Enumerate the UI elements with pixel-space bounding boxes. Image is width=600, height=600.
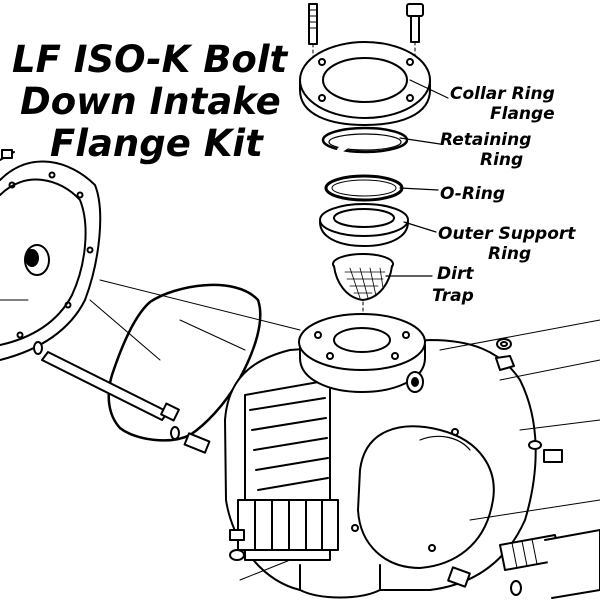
blower-housing-part (224, 313, 537, 599)
hex-bolt-icon (406, 3, 424, 63)
hardware-part (229, 338, 563, 596)
assembly-lines (0, 279, 600, 581)
label-dirt-trap-2: Trap (432, 286, 474, 306)
outer-support-ring-part (319, 203, 409, 247)
label-retaining-ring-1: Retaining (440, 130, 532, 150)
label-retaining-ring-2: Ring (480, 150, 524, 170)
drive-shaft-part (499, 529, 600, 599)
label-dirt-trap-1: Dirt (437, 264, 474, 284)
title-line-3: Flange Kit (50, 122, 263, 165)
shaft-part (33, 341, 211, 454)
leader-lines (385, 79, 449, 277)
label-collar-ring-flange-2: Flange (490, 104, 555, 124)
dirt-trap-part (332, 253, 394, 319)
retaining-ring-part (321, 126, 409, 154)
title-line-1: LF ISO-K Bolt (12, 38, 288, 81)
label-o-ring: O-Ring (440, 184, 506, 204)
label-collar-ring-flange-1: Collar Ring (450, 84, 555, 104)
label-outer-support-ring-2: Ring (488, 244, 532, 264)
o-ring-part (324, 174, 404, 202)
gasket-part (107, 283, 262, 442)
label-outer-support-ring-1: Outer Support (438, 224, 576, 244)
end-cover-part (0, 149, 102, 361)
collar-ring-flange-part (299, 41, 431, 126)
title-line-2: Down Intake (20, 80, 281, 123)
